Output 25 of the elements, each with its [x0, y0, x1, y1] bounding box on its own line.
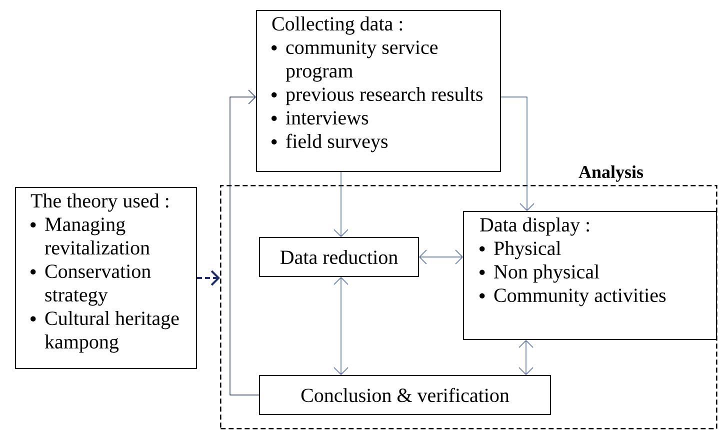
arrow — [518, 340, 534, 375]
dashed-arrow — [197, 270, 220, 286]
bullet-item: previous research results — [272, 87, 482, 106]
region-heading: Analysis — [578, 165, 644, 182]
heading: The theory used : — [30, 194, 168, 212]
bullet-item: field surveys — [272, 134, 388, 152]
arrow — [334, 277, 348, 375]
arrow — [419, 250, 463, 264]
bullet-item: interviews — [272, 111, 368, 125]
bullet-item: Conservation strategy — [30, 264, 151, 306]
bullet-item: Non physical — [480, 264, 600, 283]
heading: Data display : — [480, 218, 589, 236]
heading: Collecting data : — [272, 16, 402, 35]
bullet-item: Community activities — [480, 288, 666, 306]
bullet-item: Cultural heritage kampong — [30, 311, 179, 353]
arrow — [500, 96, 534, 211]
bullet-item: Managing revitalization — [30, 218, 150, 255]
arrow — [334, 172, 348, 237]
process-box — [256, 10, 501, 172]
bullet-item: Physical — [480, 241, 561, 260]
process-box — [15, 187, 197, 369]
process-box: Conclusion & verification — [259, 375, 551, 415]
arrow — [230, 90, 260, 396]
process-box — [463, 211, 717, 340]
process-box: Data reduction — [259, 237, 419, 277]
